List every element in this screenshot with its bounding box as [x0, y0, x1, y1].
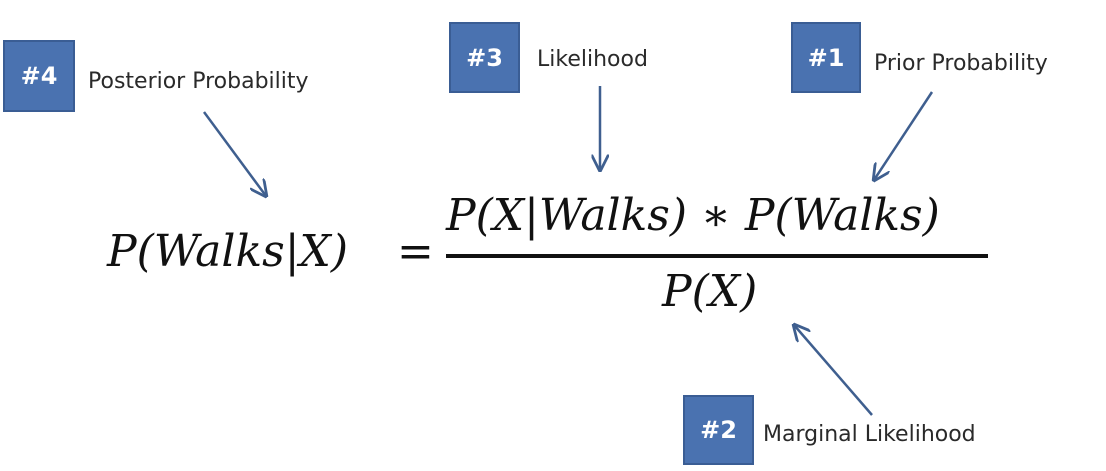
label-marginal-likelihood: Marginal Likelihood	[763, 422, 976, 447]
label-posterior-probability: Posterior Probability	[88, 69, 309, 94]
formula-denominator: P(X)	[662, 266, 758, 317]
arrow-marginal	[794, 325, 873, 416]
badge-marginal: #2	[683, 395, 754, 465]
formula-numerator: P(X|Walks) ∗ P(Walks)	[446, 190, 940, 241]
badge-likelihood: #3	[449, 22, 520, 93]
label-prior-probability: Prior Probability	[874, 51, 1048, 76]
formula-lhs: P(Walks|X)	[107, 226, 349, 277]
arrow-prior	[874, 91, 934, 180]
formula-equals: =	[397, 226, 434, 277]
label-likelihood: Likelihood	[537, 47, 648, 72]
arrow-posterior	[202, 111, 266, 196]
badge-prior: #1	[791, 22, 861, 93]
badge-posterior: #4	[3, 40, 75, 112]
fraction-bar	[446, 254, 988, 258]
